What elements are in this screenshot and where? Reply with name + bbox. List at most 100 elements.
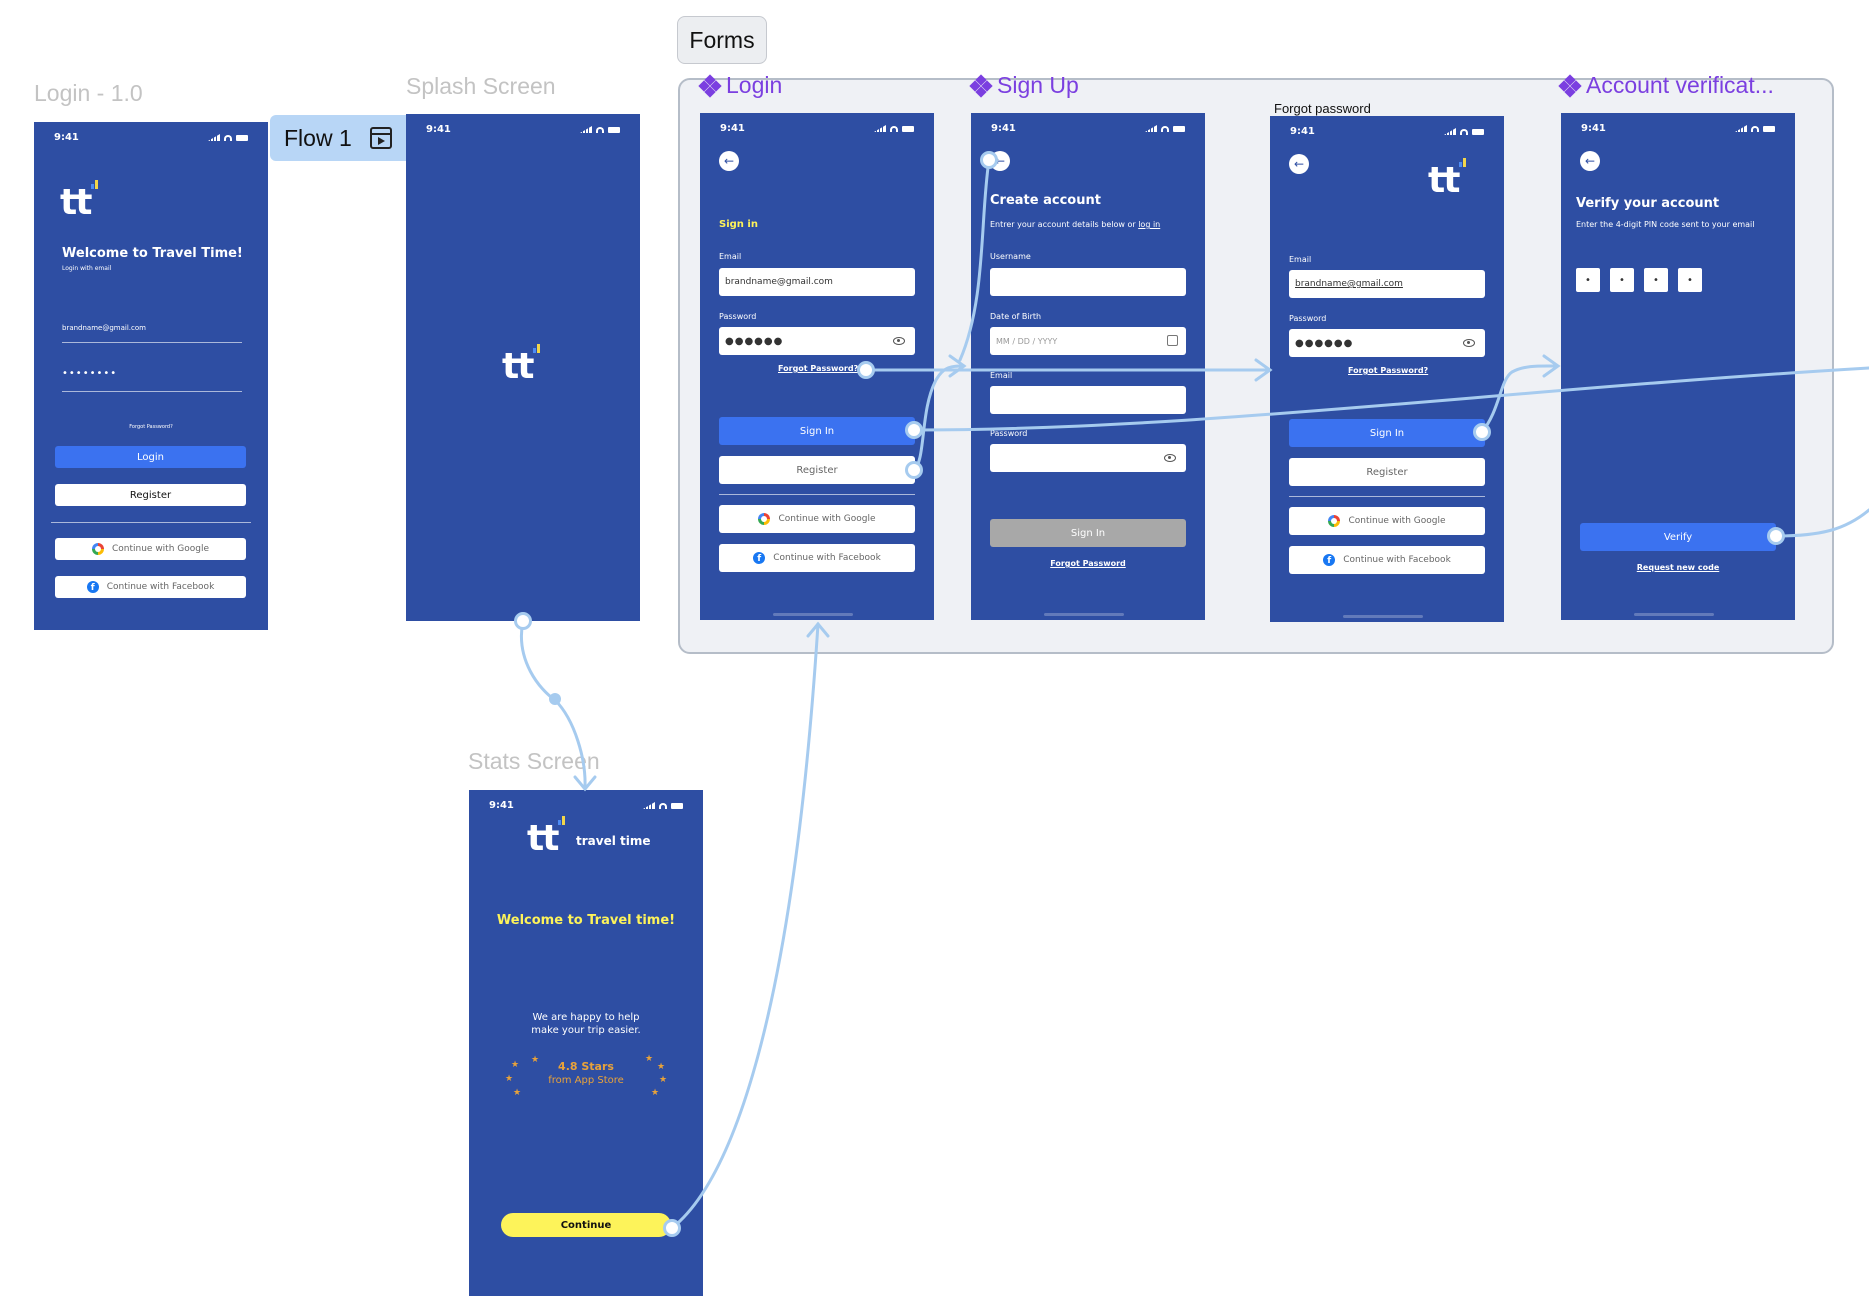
wifi-icon: [659, 802, 667, 809]
flow-starting-point[interactable]: Flow 1: [270, 115, 408, 161]
frame-label-splash[interactable]: Splash Screen: [406, 73, 556, 99]
signal-icon: [643, 802, 655, 809]
battery-icon: [1472, 128, 1484, 135]
component-icon: [969, 73, 993, 98]
connector-node[interactable]: [905, 461, 923, 479]
password-value: ●●●●●●: [725, 335, 784, 347]
back-arrow-icon[interactable]: ←: [1580, 151, 1600, 171]
password-input[interactable]: [990, 444, 1186, 472]
signal-icon: [874, 125, 886, 132]
phone-login[interactable]: 9:41 ← Sign in Email brandname@gmail.com…: [700, 113, 934, 620]
google-label: Continue with Google: [111, 544, 210, 554]
signin-button-disabled[interactable]: Sign In: [990, 519, 1186, 547]
connector-node[interactable]: [857, 361, 875, 379]
register-button[interactable]: Register: [719, 456, 915, 484]
connector-node[interactable]: [663, 1219, 681, 1237]
divider: [1289, 496, 1485, 497]
calendar-icon[interactable]: [1167, 335, 1178, 346]
home-indicator: [1634, 613, 1714, 616]
eye-icon[interactable]: [893, 337, 905, 345]
battery-icon: [608, 126, 620, 133]
verify-subtitle: Enter the 4-digit PIN code sent to your …: [1576, 220, 1755, 229]
email-field[interactable]: brandname@gmail.com: [62, 324, 146, 332]
connector-node[interactable]: [514, 612, 532, 630]
facebook-label: Continue with Facebook: [773, 553, 881, 563]
phone-splash[interactable]: 9:41 tt: [406, 114, 640, 621]
eye-icon[interactable]: [1164, 454, 1176, 462]
password-value: ●●●●●●: [1295, 337, 1354, 349]
status-bar: 9:41: [469, 800, 703, 814]
email-input[interactable]: brandname@gmail.com: [719, 268, 915, 296]
forms-section-title[interactable]: Forms: [677, 16, 767, 64]
frame-label-login-10[interactable]: Login - 1.0: [34, 80, 143, 106]
forgot-password-link[interactable]: Forgot Password?: [778, 364, 859, 373]
register-button[interactable]: Register: [55, 484, 246, 506]
signup-subtitle-text: Entrer your account details below or: [990, 220, 1139, 229]
forgot-password-link[interactable]: Forgot Password?: [129, 424, 173, 430]
wifi-icon: [596, 126, 604, 133]
register-button[interactable]: Register: [1289, 458, 1485, 486]
status-time: 9:41: [489, 800, 514, 811]
google-button[interactable]: Continue with Google: [55, 538, 246, 560]
connector-node[interactable]: [1767, 527, 1785, 545]
frame-label-forgot[interactable]: Forgot password: [1274, 101, 1371, 116]
welcome-title: Welcome to Travel time!: [496, 913, 676, 928]
connector-node[interactable]: [1473, 423, 1491, 441]
request-new-code-link[interactable]: Request new code: [1636, 563, 1720, 572]
status-bar: 9:41: [34, 132, 268, 146]
back-arrow-icon[interactable]: ←: [1289, 154, 1309, 174]
frame-label-stats[interactable]: Stats Screen: [468, 748, 600, 774]
component-label-signup[interactable]: Sign Up: [969, 72, 1079, 99]
eye-icon[interactable]: [1463, 339, 1475, 347]
pin-digit-4[interactable]: •: [1678, 268, 1702, 292]
username-input[interactable]: [990, 268, 1186, 296]
signin-button[interactable]: Sign In: [1289, 419, 1485, 447]
rating-source: from App Store: [548, 1075, 624, 1086]
login-button[interactable]: Login: [55, 446, 246, 468]
google-label: Continue with Google: [778, 514, 876, 524]
back-arrow-icon[interactable]: ←: [719, 151, 739, 171]
dob-placeholder: MM / DD / YYYY: [996, 336, 1058, 346]
password-input[interactable]: ●●●●●●: [719, 327, 915, 355]
phone-stats[interactable]: 9:41 tt travel time Welcome to Travel ti…: [469, 790, 703, 1296]
status-icons: [1145, 125, 1185, 132]
signin-button[interactable]: Sign In: [719, 417, 915, 445]
pin-digit-1[interactable]: •: [1576, 268, 1600, 292]
password-field[interactable]: ••••••••: [62, 368, 118, 379]
forgot-password-link[interactable]: Forgot Password?: [1348, 366, 1429, 375]
google-button[interactable]: Continue with Google: [1289, 507, 1485, 535]
pin-digit-3[interactable]: •: [1644, 268, 1668, 292]
login-link[interactable]: log in: [1138, 220, 1161, 229]
wifi-icon: [1460, 128, 1468, 135]
phone-forgot-password[interactable]: 9:41 ← tt Email brandname@gmail.com Pass…: [1270, 116, 1504, 622]
home-indicator: [1343, 615, 1423, 618]
pin-digit-2[interactable]: •: [1610, 268, 1634, 292]
email-input[interactable]: [990, 386, 1186, 414]
dob-input[interactable]: MM / DD / YYYY: [990, 327, 1186, 355]
connector-midpoint: [549, 693, 561, 705]
forgot-password-link[interactable]: Forgot Password: [1050, 559, 1126, 568]
component-label-verify[interactable]: Account verificat...: [1558, 72, 1774, 99]
component-label-login[interactable]: Login: [698, 72, 782, 99]
email-input[interactable]: brandname@gmail.com: [1289, 270, 1485, 298]
phone-login-10[interactable]: 9:41 tt Welcome to Travel Time! Login wi…: [34, 122, 268, 630]
welcome-title: Welcome to Travel Time!: [62, 246, 243, 261]
connector-node[interactable]: [980, 151, 998, 169]
continue-button[interactable]: Continue: [501, 1213, 671, 1237]
signup-title: Create account: [990, 193, 1101, 208]
phone-account-verification[interactable]: 9:41 ← Verify your account Enter the 4-d…: [1561, 113, 1795, 620]
phone-signup[interactable]: 9:41 ← Create account Entrer your accoun…: [971, 113, 1205, 620]
signal-icon: [208, 134, 220, 141]
connector-node[interactable]: [905, 421, 923, 439]
welcome-subtitle: Login with email: [62, 265, 112, 272]
wifi-icon: [224, 134, 232, 141]
verify-button[interactable]: Verify: [1580, 523, 1776, 551]
google-button[interactable]: Continue with Google: [719, 505, 915, 533]
status-icons: [1735, 125, 1775, 132]
play-icon[interactable]: [369, 127, 392, 149]
status-bar: 9:41: [1561, 123, 1795, 137]
password-input[interactable]: ●●●●●●: [1289, 329, 1485, 357]
